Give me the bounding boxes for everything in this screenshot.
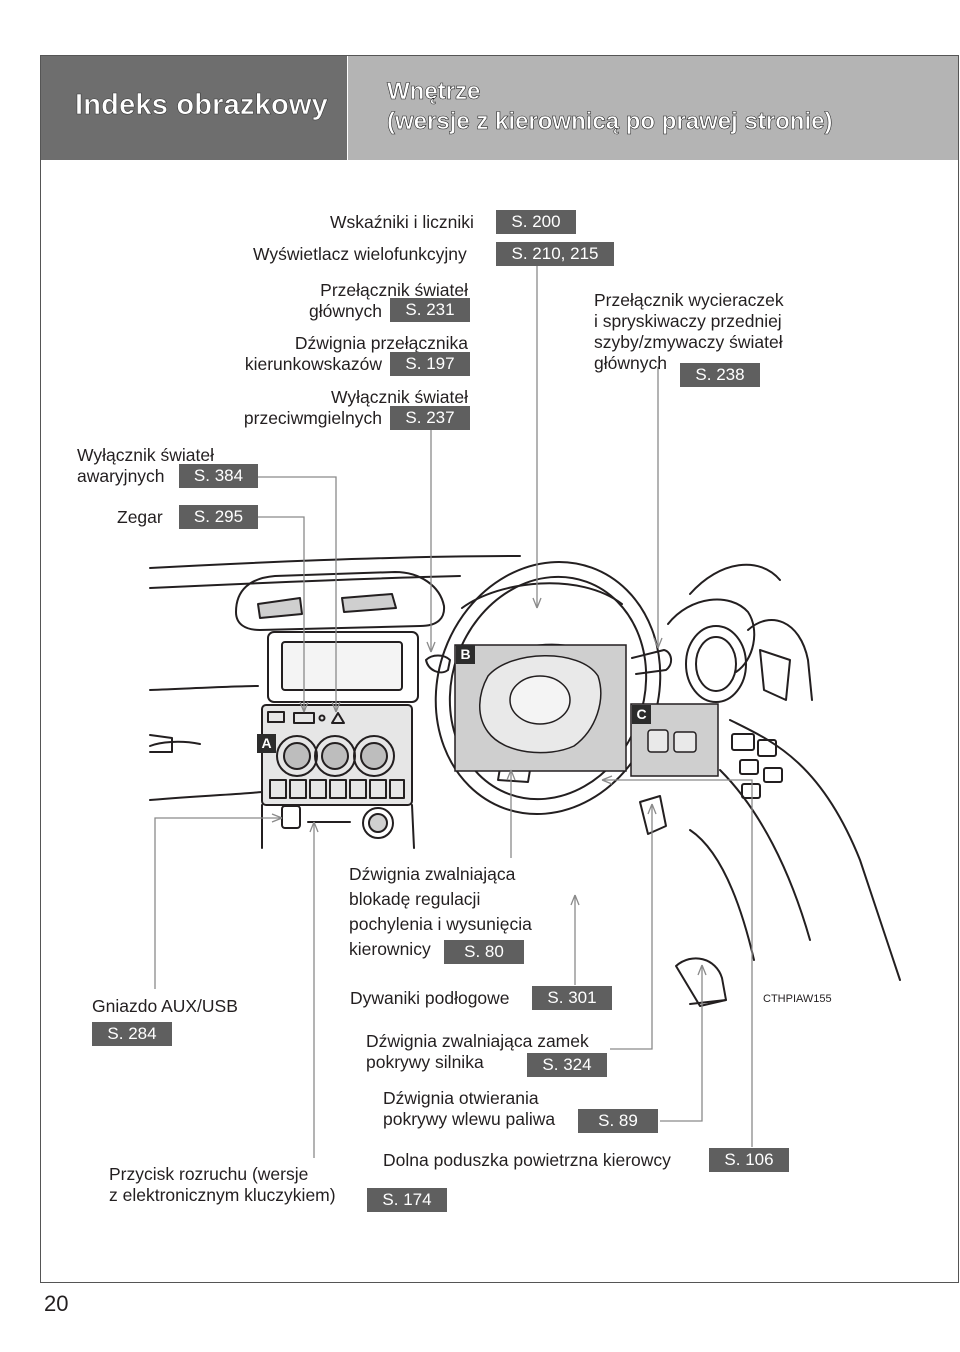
page-ref-przelacznik-swiatel[interactable]: S. 231: [390, 298, 470, 322]
label-wylacznik-awaryjnych: Wyłącznik świateł awaryjnych: [77, 445, 214, 487]
label-dzwignia-kierunkowskazow: Dźwignia przełącznika kierunkowskazów: [200, 333, 468, 375]
page-subtitle: Wnętrze (wersje z kierownicą po prawej s…: [387, 77, 833, 137]
page-ref-wlew-paliwa[interactable]: S. 89: [578, 1109, 658, 1133]
page-ref-gniazdo[interactable]: S. 284: [92, 1022, 172, 1046]
page-ref-wskazniki[interactable]: S. 200: [496, 210, 576, 234]
page-ref-dywaniki[interactable]: S. 301: [532, 986, 612, 1010]
page-ref-dzwignia-kierunkowskazow[interactable]: S. 197: [390, 352, 470, 376]
label-zamek-pokrywy: Dźwignia zwalniająca zamek pokrywy silni…: [366, 1031, 589, 1073]
label-poduszka: Dolna poduszka powietrzna kierowcy: [383, 1150, 671, 1170]
label-line: awaryjnych: [77, 466, 165, 486]
label-line: szyby/zmywaczy świateł: [594, 332, 783, 352]
section-title: Indeks obrazkowy: [75, 89, 328, 122]
label-wylacznik-przeciwmgielnych: Wyłącznik świateł przeciwmgielnych: [200, 387, 468, 429]
header-subtitle-bar: [348, 55, 959, 160]
label-line: pokrywy wlewu paliwa: [383, 1109, 556, 1129]
label-line: Dźwignia przełącznika: [294, 333, 468, 353]
label-line: blokadę regulacji: [349, 889, 481, 909]
image-code: CTHPIAW155: [763, 993, 832, 1005]
label-line: Przełącznik wycieraczek: [594, 290, 784, 310]
page-ref-wylacznik-przeciwmgielnych[interactable]: S. 237: [390, 406, 470, 430]
page-number: 20: [44, 1291, 69, 1316]
label-line: Wyłącznik świateł: [331, 387, 468, 407]
label-gniazdo: Gniazdo AUX/USB: [92, 996, 238, 1016]
page-frame: [40, 55, 959, 1283]
label-line: Dźwignia zwalniająca: [349, 864, 516, 884]
label-line: kierunkowskazów: [244, 354, 382, 374]
page-ref-wycieraczki[interactable]: S. 238: [680, 363, 760, 387]
label-line: Dźwignia otwierania: [383, 1088, 539, 1108]
label-dywaniki: Dywaniki podłogowe: [350, 988, 510, 1008]
inset-marker-b: B: [456, 645, 475, 664]
page-ref-przycisk-rozruchu[interactable]: S. 174: [367, 1188, 447, 1212]
label-wyswietlacz: Wyświetlacz wielofunkcyjny: [253, 244, 467, 264]
inset-marker-a: A: [257, 734, 276, 753]
label-line: głównych: [309, 301, 382, 321]
label-line: Wyłącznik świateł: [77, 445, 214, 465]
page-ref-wyswietlacz[interactable]: S. 210, 215: [496, 242, 614, 266]
label-line: pokrywy silnika: [366, 1052, 484, 1072]
label-line: z elektronicznym kluczykiem): [109, 1185, 336, 1205]
label-line: Przełącznik świateł: [320, 280, 468, 300]
label-line: przeciwmgielnych: [243, 408, 382, 428]
label-line: Przycisk rozruchu (wersje: [109, 1164, 309, 1184]
label-dzwignia-kierownicy: Dźwignia zwalniająca blokadę regulacji p…: [349, 862, 532, 962]
label-line: kierownicy: [349, 939, 431, 959]
label-wskazniki: Wskaźniki i liczniki: [330, 212, 474, 232]
label-wycieraczki: Przełącznik wycieraczek i spryskiwaczy p…: [594, 290, 784, 374]
page-ref-wylacznik-awaryjnych[interactable]: S. 384: [179, 464, 258, 488]
label-zegar: Zegar: [117, 507, 163, 527]
label-line: i spryskiwaczy przedniej: [594, 311, 782, 331]
label-wlew-paliwa: Dźwignia otwierania pokrywy wlewu paliwa: [383, 1088, 555, 1130]
page-ref-dzwignia-kierownicy[interactable]: S. 80: [444, 940, 524, 964]
label-przelacznik-swiatel: Przełącznik świateł głównych: [260, 280, 468, 322]
header-section-tab: [40, 55, 347, 160]
page-ref-poduszka[interactable]: S. 106: [709, 1148, 789, 1172]
subtitle-line-2: (wersje z kierownicą po prawej stronie): [387, 108, 833, 136]
label-line: pochylenia i wysunięcia: [349, 914, 532, 934]
subtitle-line-1: Wnętrze: [387, 78, 481, 106]
label-line: głównych: [594, 353, 667, 373]
page-ref-zegar[interactable]: S. 295: [179, 505, 258, 529]
label-line: Dźwignia zwalniająca zamek: [366, 1031, 589, 1051]
page-ref-zamek-pokrywy[interactable]: S. 324: [527, 1053, 607, 1077]
inset-marker-c: C: [632, 705, 651, 724]
label-przycisk-rozruchu: Przycisk rozruchu (wersje z elektroniczn…: [109, 1164, 336, 1206]
